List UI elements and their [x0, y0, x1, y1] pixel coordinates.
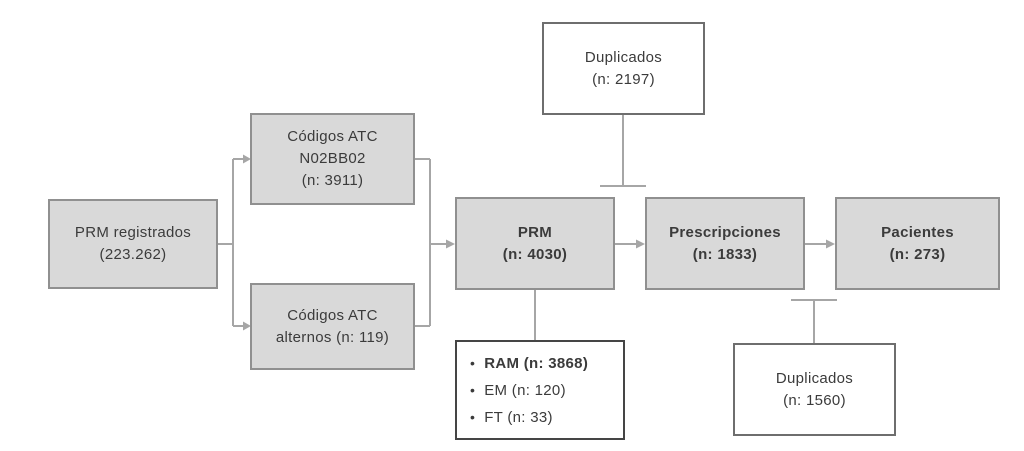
list-item-label: EM (n: 120)	[484, 381, 566, 399]
box-line: (n: 1560)	[783, 391, 846, 409]
arrowhead-to-prescripciones	[636, 239, 645, 249]
box-line: Duplicados	[775, 369, 854, 387]
box-line: (n: 2197)	[592, 70, 655, 88]
bullet-icon: •	[470, 408, 476, 425]
box-line: Códigos ATC	[287, 128, 378, 145]
box-codigos-atc-n02bb02: Códigos ATC N02BB02 (n: 3911)	[250, 113, 415, 205]
box-line: Duplicados	[584, 48, 663, 66]
box-line: Prescripciones	[669, 223, 781, 241]
list-item: • RAM (n: 3868)	[470, 350, 588, 377]
box-line: (223.262)	[99, 246, 167, 263]
connector-split-registrados	[218, 158, 244, 327]
box-codigos-atc-alternos: Códigos ATC alternos (n: 119)	[250, 283, 415, 370]
arrowhead-to-n02bb02	[243, 154, 251, 164]
box-line: PRM registrados	[74, 224, 192, 241]
box-prescripciones: Prescripciones (n: 1833)	[645, 197, 805, 290]
box-line: PRM	[517, 223, 553, 241]
bullet-icon: •	[470, 354, 476, 371]
list-item-label: FT (n: 33)	[484, 408, 553, 426]
box-pacientes: Pacientes (n: 273)	[835, 197, 1000, 290]
box-line: (n: 1833)	[692, 245, 758, 263]
bullet-icon: •	[470, 381, 476, 398]
list-item: • FT (n: 33)	[470, 404, 553, 431]
arrowhead-to-prm	[446, 239, 455, 249]
connector-duplicados-bottom	[791, 299, 837, 343]
box-prm: PRM (n: 4030)	[455, 197, 615, 290]
box-prm-registrados: PRM registrados (223.262)	[48, 199, 218, 289]
list-item-label: RAM (n: 3868)	[484, 354, 589, 372]
box-line: (n: 3911)	[301, 172, 364, 189]
connector-merge-to-prm	[415, 158, 447, 327]
box-line: N02BB02	[299, 150, 366, 167]
box-duplicados-bottom: Duplicados (n: 1560)	[733, 343, 896, 436]
arrowhead-to-alternos	[243, 321, 251, 331]
connector-duplicados-top	[600, 115, 646, 187]
arrowhead-to-pacientes	[826, 239, 835, 249]
box-line: Pacientes	[881, 223, 954, 241]
box-line: (n: 4030)	[502, 245, 568, 263]
box-duplicados-top: Duplicados (n: 2197)	[542, 22, 705, 115]
box-line: (n: 273)	[889, 245, 946, 263]
box-line: Códigos ATC	[287, 306, 378, 324]
box-categorias-prm: • RAM (n: 3868) • EM (n: 120) • FT (n: 3…	[455, 340, 625, 440]
list-item: • EM (n: 120)	[470, 377, 566, 404]
box-line: alternos (n: 119)	[275, 328, 390, 346]
